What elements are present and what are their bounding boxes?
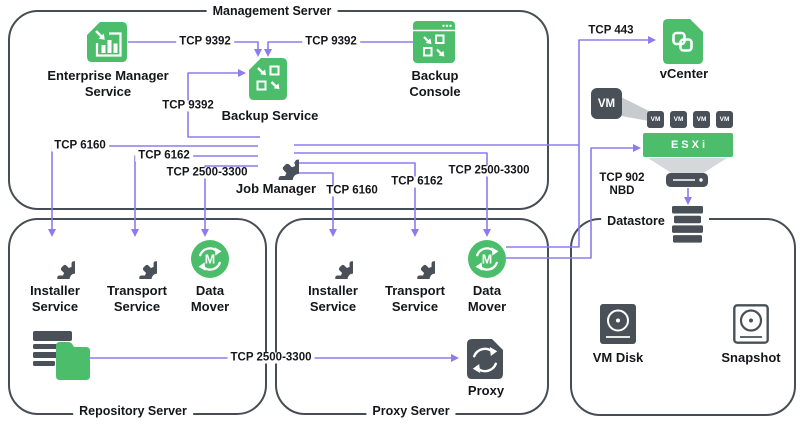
proxy-data-mover-icon bbox=[467, 239, 507, 284]
vm-disk-label: VM Disk bbox=[592, 350, 644, 365]
data-mover-label-line2: Mover bbox=[190, 298, 230, 314]
enterprise-manager-label: Enterprise Manager Service bbox=[47, 68, 168, 99]
repository-storage-icon bbox=[33, 331, 90, 380]
datastore-title: Datastore bbox=[601, 214, 671, 228]
data-mover-label-line2: Mover bbox=[467, 298, 507, 314]
transport-label-line1: Transport bbox=[107, 283, 167, 298]
line-tcp2500-to-proxy-datamover bbox=[294, 152, 491, 237]
repo-transport-service-gear-icon bbox=[117, 239, 157, 284]
esxi-label: ESXi bbox=[670, 139, 709, 151]
line-tcp6162-to-proxy-transport bbox=[294, 162, 419, 237]
vm-instance-label: VM bbox=[696, 116, 707, 123]
line-tcp2500-to-repo-datamover bbox=[201, 165, 258, 237]
transport-label-line2: Service bbox=[113, 298, 161, 314]
port-tcp9392-em: TCP 9392 bbox=[176, 36, 234, 48]
vm-instance-label: VM bbox=[650, 116, 661, 123]
line-datamover-to-esxi bbox=[506, 144, 641, 259]
esxi-host-bar: ESXi bbox=[643, 133, 733, 157]
vm-disk-icon bbox=[600, 304, 636, 349]
job-manager-gear-icon bbox=[253, 134, 299, 185]
port-tcp6162-left: TCP 6162 bbox=[135, 150, 193, 162]
backup-console-icon bbox=[413, 21, 455, 68]
transport-label-line1: Transport bbox=[385, 283, 445, 298]
port-tcp902-nbd: TCP 902 NBD bbox=[596, 172, 648, 198]
vm-instance-icon: VM bbox=[647, 111, 664, 128]
vm-instance-label: VM bbox=[719, 116, 730, 123]
proxy-server-title: Proxy Server bbox=[366, 404, 456, 418]
proxy-transport-service-gear-icon bbox=[395, 239, 435, 284]
port-tcp2500-repo: TCP 2500-3300 bbox=[227, 352, 315, 364]
transport-label-line2: Service bbox=[391, 298, 439, 314]
installer-label-line1: Installer bbox=[308, 283, 358, 298]
data-mover-label-line1: Data bbox=[195, 283, 225, 298]
enterprise-manager-label-line2: Service bbox=[84, 83, 132, 99]
installer-label-line1: Installer bbox=[30, 283, 80, 298]
data-mover-label-line1: Data bbox=[472, 283, 502, 298]
vm-icon: VM bbox=[591, 88, 622, 119]
repo-installer-service-gear-icon bbox=[35, 239, 75, 284]
backup-console-label-line1: Backup bbox=[411, 68, 459, 83]
proxy-icon bbox=[467, 339, 503, 384]
port-tcp2500-left: TCP 2500-3300 bbox=[163, 167, 251, 179]
port-tcp6160-left: TCP 6160 bbox=[51, 140, 109, 152]
vm-instance-icon: VM bbox=[670, 111, 687, 128]
vm-instance-label: VM bbox=[673, 116, 684, 123]
port-tcp902: TCP 902 bbox=[599, 172, 645, 184]
enterprise-manager-label-line1: Enterprise Manager bbox=[47, 68, 169, 83]
line-tcp443-to-vcenter bbox=[506, 36, 656, 248]
esxi-datastore-wedge bbox=[648, 158, 727, 174]
line-tcp6160-to-proxy-installer bbox=[294, 172, 337, 237]
repository-server-title: Repository Server bbox=[73, 404, 193, 418]
repo-installer-service-label: Installer Service bbox=[30, 283, 80, 314]
backup-service-icon bbox=[249, 58, 287, 105]
port-tcp2500-right: TCP 2500-3300 bbox=[445, 165, 533, 177]
port-tcp6160-right: TCP 6160 bbox=[323, 185, 381, 197]
vm-label: VM bbox=[597, 97, 616, 110]
backup-service-label: Backup Service bbox=[221, 108, 319, 123]
proxy-data-mover-label: Data Mover bbox=[468, 283, 506, 314]
installer-label-line2: Service bbox=[309, 298, 357, 314]
vm-instance-icon: VM bbox=[716, 111, 733, 128]
port-tcp9392-console: TCP 9392 bbox=[302, 36, 360, 48]
vm-instance-icon: VM bbox=[693, 111, 710, 128]
vm-fanout-wedge bbox=[621, 97, 649, 121]
job-manager-label: Job Manager bbox=[235, 181, 317, 196]
installer-label-line2: Service bbox=[31, 298, 79, 314]
backup-console-label: Backup Console bbox=[409, 68, 460, 99]
repo-data-mover-icon bbox=[190, 239, 230, 284]
proxy-label: Proxy bbox=[467, 383, 505, 398]
proxy-transport-service-label: Transport Service bbox=[385, 283, 445, 314]
repo-data-mover-label: Data Mover bbox=[191, 283, 229, 314]
line-console-to-backup-service bbox=[264, 41, 413, 57]
management-server-title: Management Server bbox=[206, 4, 338, 18]
snapshot-icon bbox=[733, 304, 769, 349]
line-em-to-backup-service bbox=[128, 41, 262, 57]
line-tcp6162-to-repo-transport bbox=[131, 155, 258, 237]
snapshot-label: Snapshot bbox=[721, 350, 781, 365]
port-tcp9392-jobmanager: TCP 9392 bbox=[159, 100, 217, 112]
backup-console-label-line2: Console bbox=[409, 83, 461, 99]
port-tcp443: TCP 443 bbox=[585, 25, 637, 37]
port-nbd: NBD bbox=[609, 185, 635, 197]
proxy-installer-service-label: Installer Service bbox=[308, 283, 358, 314]
vcenter-icon bbox=[663, 19, 703, 69]
port-tcp6162-right: TCP 6162 bbox=[388, 176, 446, 188]
enterprise-manager-icon bbox=[87, 22, 127, 67]
proxy-installer-service-gear-icon bbox=[313, 239, 353, 284]
vcenter-label: vCenter bbox=[659, 66, 709, 81]
repo-transport-service-label: Transport Service bbox=[107, 283, 167, 314]
disk-drive-icon bbox=[666, 173, 708, 187]
